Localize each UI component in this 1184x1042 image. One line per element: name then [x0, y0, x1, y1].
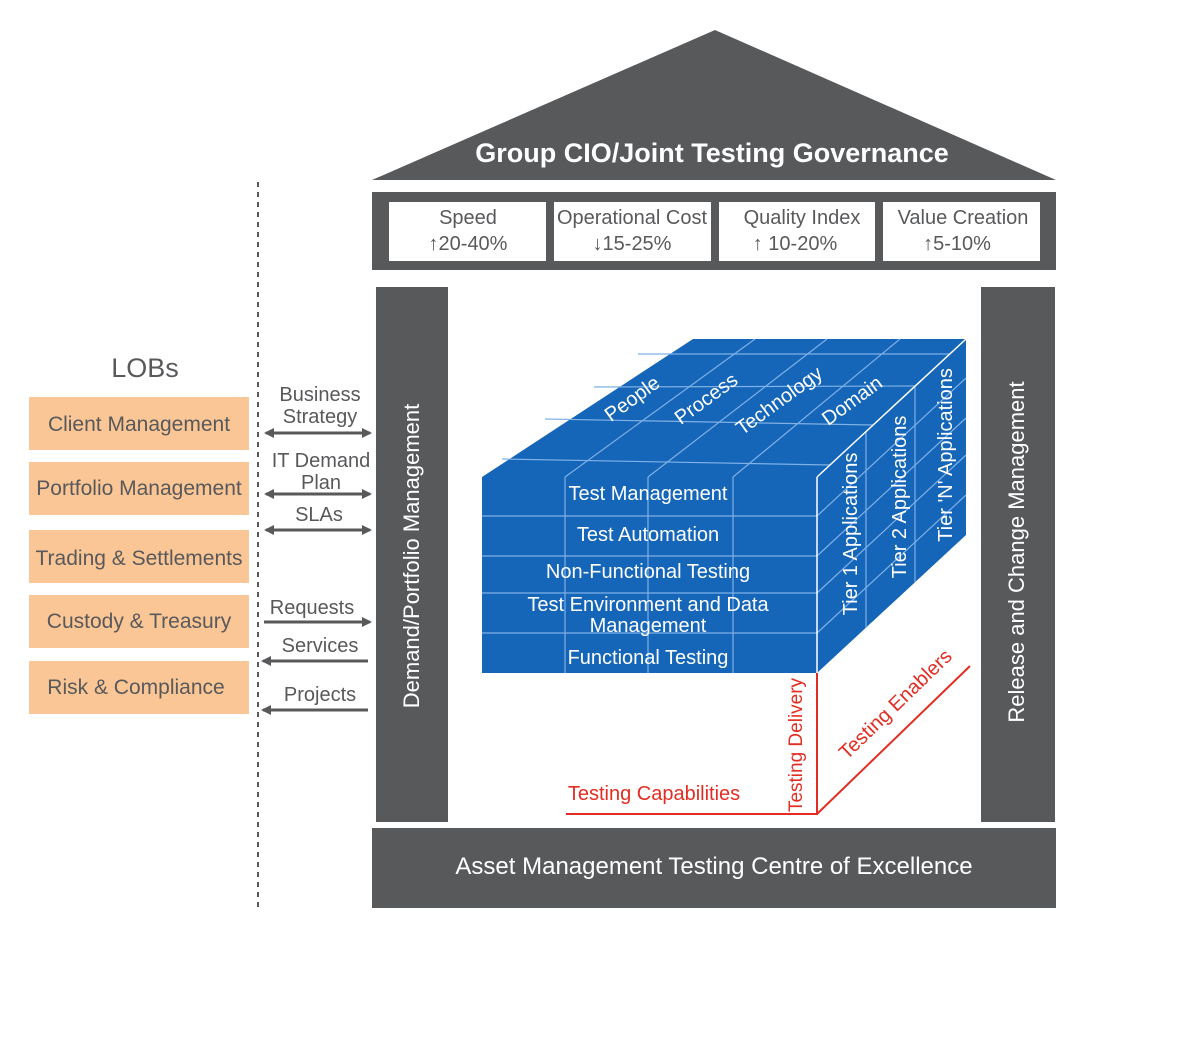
flow-label: Strategy	[283, 406, 357, 428]
lob-label: Client Management	[48, 413, 230, 436]
flow-it-demand-plan: IT Demand Plan	[264, 450, 372, 499]
kpi-label: Speed	[439, 207, 497, 229]
kpi-value: ↑20-40%	[429, 233, 508, 255]
flow-label: SLAs	[295, 504, 343, 526]
lob-label: Risk & Compliance	[47, 676, 224, 699]
cube-front-face	[482, 477, 817, 673]
kpi-box-quality-index: Quality Index ↑ 10-20%	[719, 202, 875, 261]
kpi-label: Value Creation	[898, 207, 1029, 229]
lob-risk-compliance: Risk & Compliance	[29, 661, 249, 714]
left-pillar-label: Demand/Portfolio Management	[399, 404, 424, 709]
base-label: Asset Management Testing Centre of Excel…	[455, 853, 972, 880]
kpi-box-operational-cost: Operational Cost ↓15-25%	[554, 202, 711, 261]
cube-side-face	[817, 339, 966, 673]
flow-label: Requests	[270, 597, 355, 619]
right-pillar-label: Release and Change Management	[1004, 381, 1029, 722]
roof-title: Group CIO/Joint Testing Governance	[475, 138, 949, 168]
kpi-box-value-creation: Value Creation ↑5-10%	[883, 202, 1040, 261]
cube-front-label: Test Automation	[577, 524, 719, 546]
testing-capabilities-label: Testing Capabilities	[568, 783, 740, 805]
flow-label: Plan	[301, 472, 341, 494]
lob-portfolio-management: Portfolio Management	[29, 462, 249, 515]
roof	[372, 30, 1056, 180]
base-band	[372, 828, 1056, 908]
cube-top-face	[482, 339, 966, 477]
kpi-label: Operational Cost	[557, 207, 708, 229]
lobs-title: LOBs	[111, 353, 179, 383]
flow-label: IT Demand	[272, 450, 371, 472]
right-pillar	[981, 287, 1055, 822]
kpi-box-speed: Speed ↑20-40%	[389, 202, 546, 261]
kpi-value: ↑ 10-20%	[753, 233, 838, 255]
lob-label: Trading & Settlements	[36, 547, 243, 570]
lob-trading-settlements: Trading & Settlements	[29, 530, 249, 583]
flow-services: Services	[261, 635, 368, 666]
flow-label: Projects	[284, 684, 356, 706]
cube-side-label: Tier 2 Applications	[889, 416, 911, 579]
flow-projects: Projects	[261, 684, 368, 715]
cube-front-label: Management	[590, 615, 707, 637]
lob-label: Portfolio Management	[36, 477, 242, 500]
flow-slas: SLAs	[264, 504, 372, 535]
cube-front-label: Test Environment and Data	[527, 594, 769, 616]
cube-side-label: Tier 1 Applications	[840, 453, 862, 616]
cube-side-label: Tier 'N' Applications	[935, 368, 957, 542]
testing-enablers-label: Testing Enablers	[835, 645, 957, 764]
enablers-axis-line	[816, 665, 971, 815]
cube-front-label: Functional Testing	[568, 647, 729, 669]
flow-label: Services	[282, 635, 359, 657]
kpi-label: Quality Index	[744, 207, 861, 229]
flow-requests: Requests	[264, 597, 372, 627]
flow-business-strategy: Business Strategy	[264, 384, 372, 438]
kpi-value: ↓15-25%	[593, 233, 672, 255]
lob-custody-treasury: Custody & Treasury	[29, 595, 249, 648]
lob-client-management: Client Management	[29, 397, 249, 450]
testing-cube: People Process Technology Domain Test Ma…	[482, 338, 967, 673]
lob-label: Custody & Treasury	[47, 610, 232, 633]
left-pillar	[376, 287, 448, 822]
testing-delivery-label: Testing Delivery	[786, 677, 807, 812]
flow-label: Business	[279, 384, 360, 406]
cube-front-label: Test Management	[569, 483, 728, 505]
cube-front-label: Non-Functional Testing	[546, 561, 750, 583]
kpi-value: ↑5-10%	[923, 233, 991, 255]
